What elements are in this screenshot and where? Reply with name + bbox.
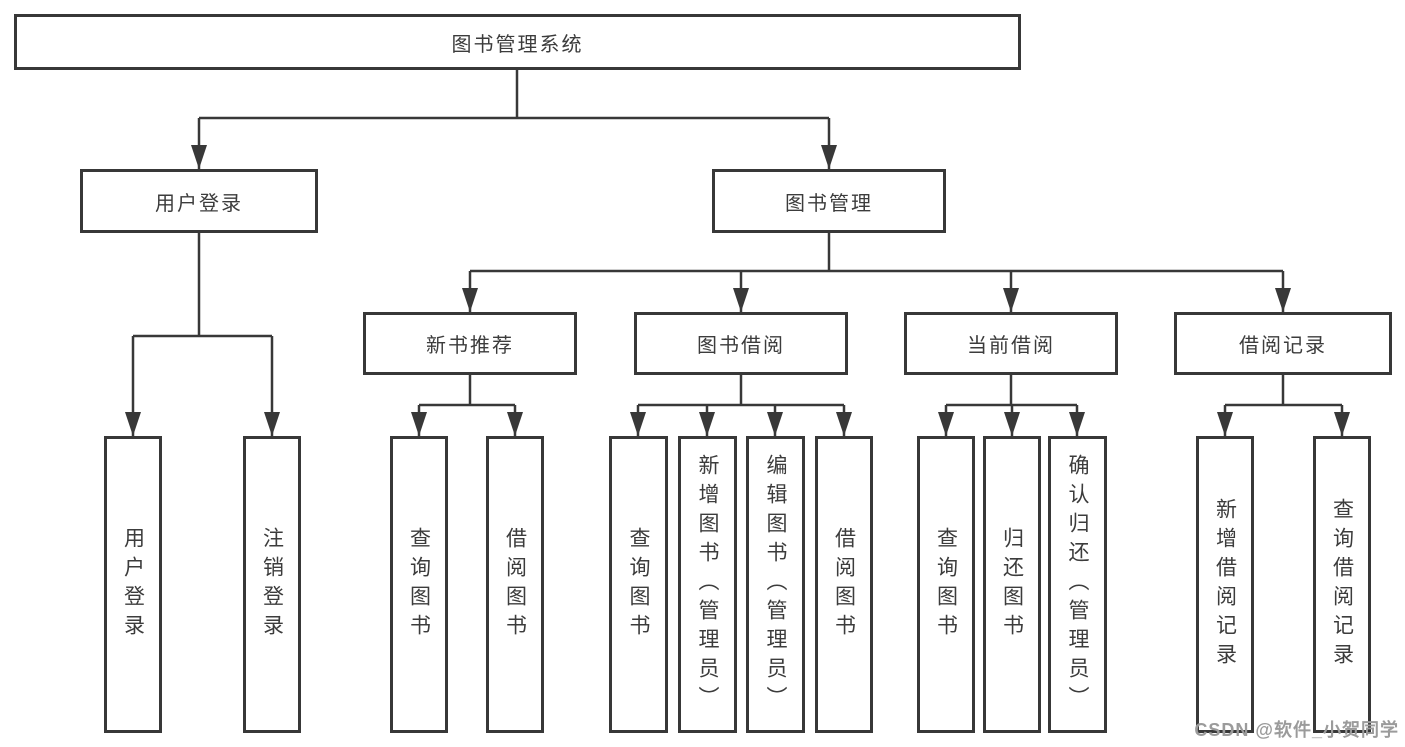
leaf-logout: 注销登录	[243, 436, 301, 733]
node-book-borrowing: 图书借阅	[634, 312, 848, 375]
leaf-borrow-query-books: 查询图书	[609, 436, 668, 733]
leaf-borrow-borrow-books: 借阅图书	[815, 436, 873, 733]
leaf-logout-label: 注销登录	[260, 526, 284, 643]
leaf-record-query-record-label: 查询借阅记录	[1330, 497, 1354, 672]
csdn-watermark: CSDN @软件_小贺同学	[1194, 720, 1399, 740]
node-current-borrowing: 当前借阅	[904, 312, 1118, 375]
leaf-current-return-books: 归还图书	[983, 436, 1041, 733]
node-borrowing-records-label: 借阅记录	[1239, 335, 1327, 357]
node-book-borrowing-label: 图书借阅	[697, 335, 785, 357]
node-user-login-label: 用户登录	[155, 192, 243, 215]
leaf-current-confirm-return-admin-label: 确认归还（管理员）	[1066, 454, 1089, 715]
leaf-newrec-borrow-books: 借阅图书	[486, 436, 544, 733]
node-library-system-label: 图书管理系统	[451, 33, 584, 56]
node-borrowing-records: 借阅记录	[1174, 312, 1392, 375]
leaf-current-query-books-label: 查询图书	[934, 526, 958, 643]
node-library-system: 图书管理系统	[14, 14, 1021, 70]
leaf-borrow-edit-books-admin: 编辑图书（管理员）	[746, 436, 805, 733]
leaf-newrec-borrow-books-label: 借阅图书	[503, 526, 527, 643]
leaf-record-add-record-label: 新增借阅记录	[1213, 497, 1237, 672]
node-book-management: 图书管理	[712, 169, 946, 233]
node-user-login: 用户登录	[80, 169, 318, 233]
leaf-current-confirm-return-admin: 确认归还（管理员）	[1048, 436, 1107, 733]
node-current-borrowing-label: 当前借阅	[967, 335, 1055, 357]
node-book-management-label: 图书管理	[785, 192, 873, 215]
node-new-book-recommend: 新书推荐	[363, 312, 577, 375]
leaf-borrow-add-books-admin-label: 新增图书（管理员）	[696, 454, 719, 715]
leaf-current-return-books-label: 归还图书	[1000, 526, 1024, 643]
leaf-borrow-add-books-admin: 新增图书（管理员）	[678, 436, 737, 733]
node-new-book-recommend-label: 新书推荐	[426, 335, 514, 357]
leaf-user-login: 用户登录	[104, 436, 162, 733]
leaf-record-query-record: 查询借阅记录	[1313, 436, 1371, 733]
leaf-newrec-query-books: 查询图书	[390, 436, 448, 733]
leaf-borrow-query-books-label: 查询图书	[627, 526, 650, 643]
leaf-record-add-record: 新增借阅记录	[1196, 436, 1254, 733]
leaf-borrow-edit-books-admin-label: 编辑图书（管理员）	[764, 454, 787, 715]
leaf-newrec-query-books-label: 查询图书	[407, 526, 431, 643]
leaf-borrow-borrow-books-label: 借阅图书	[832, 526, 856, 643]
leaf-user-login-label: 用户登录	[121, 526, 145, 643]
leaf-current-query-books: 查询图书	[917, 436, 975, 733]
